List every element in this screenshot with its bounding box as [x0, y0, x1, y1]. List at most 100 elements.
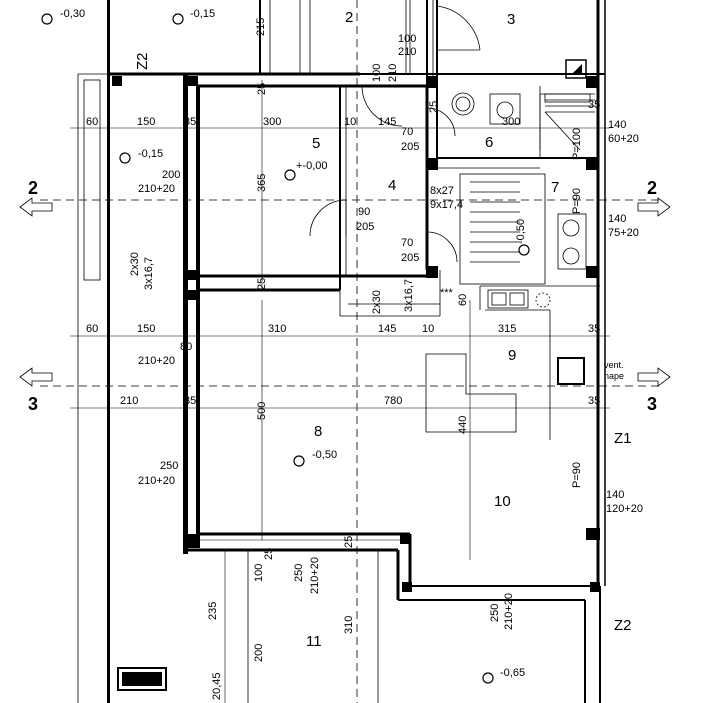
dim-label: 140 — [608, 213, 626, 225]
zone-marker: Z2 — [614, 617, 632, 634]
dim-label: 8x27 — [430, 185, 454, 197]
room-3-label: 3 — [507, 11, 515, 28]
dim-label: 90 — [358, 206, 370, 218]
doors — [309, 5, 481, 263]
dim-label: 140 — [608, 119, 626, 131]
level-label: -0,30 — [60, 8, 85, 20]
section-marker: 2 — [28, 178, 38, 198]
dim-label: 235 — [207, 602, 219, 620]
dim-label: 25 — [428, 101, 440, 113]
dim-label: *** — [440, 287, 454, 299]
dim-label: 70 — [401, 126, 413, 138]
dim-label: 440 — [457, 416, 469, 434]
section-lines — [40, 0, 660, 703]
dim-label: 205 — [401, 252, 419, 264]
dim-label: 35 — [588, 323, 600, 335]
room-9-label: 9 — [508, 347, 516, 364]
room-4-label: 4 — [388, 177, 396, 194]
dim-label: 2x30 — [129, 252, 141, 276]
dim-label: vent. — [604, 360, 624, 370]
room-6-label: 6 — [485, 134, 493, 151]
dim-label: 100 — [398, 33, 416, 45]
dim-label: 9x17,4 — [430, 199, 463, 211]
dim-label: 365 — [256, 174, 268, 192]
dim-label: 80 — [180, 341, 192, 353]
section-marker: 3 — [647, 394, 657, 414]
dim-label: 210+20 — [309, 557, 321, 594]
dim-label: P=100 — [571, 128, 583, 160]
dim-label: 215 — [255, 18, 267, 36]
dim-label: 25 — [263, 548, 275, 560]
columns — [112, 76, 600, 592]
dim-label: 3x16,7 — [403, 279, 415, 312]
dim-label: 310 — [343, 616, 355, 634]
dim-label: 20,45 — [211, 672, 223, 700]
dim-label: 300 — [263, 116, 281, 128]
dimension-lines — [70, 80, 610, 703]
dim-label: 200 — [253, 644, 265, 662]
dim-label: 100 — [253, 564, 265, 582]
dim-label: 210+20 — [138, 183, 175, 195]
dim-label: 210+20 — [138, 355, 175, 367]
dim-label: 60+20 — [608, 133, 639, 145]
room-11-label: 11 — [306, 633, 322, 650]
zone-marker: Z1 — [614, 430, 632, 447]
dim-label: 200 — [162, 169, 180, 181]
dim-label: 25 — [256, 83, 268, 95]
dim-label: 300 — [502, 116, 520, 128]
dim-label: 100 — [371, 64, 383, 82]
dim-label: 315 — [498, 323, 516, 335]
section-arrows — [19, 197, 671, 387]
section-marker: 3 — [28, 394, 38, 414]
level-label: -0,65 — [500, 667, 525, 679]
fixtures — [117, 59, 591, 691]
dim-label: 210 — [387, 64, 399, 82]
dim-label: 35 — [588, 99, 600, 111]
level-label: -0,15 — [190, 8, 215, 20]
zone-marker: Z2 — [134, 52, 151, 70]
dim-label: 250 — [160, 460, 178, 472]
dim-label: 10 — [422, 323, 434, 335]
dim-label: 310 — [268, 323, 286, 335]
dim-label: 205 — [401, 141, 419, 153]
walls — [77, 0, 606, 703]
dim-label: 150 — [137, 116, 155, 128]
dim-label: 35 — [184, 116, 196, 128]
dim-label: 145 — [378, 116, 396, 128]
dim-label: 150 — [137, 323, 155, 335]
dim-label: 35 — [588, 395, 600, 407]
stairs — [459, 93, 595, 285]
dim-label: 205 — [356, 221, 374, 233]
level-label: -0,50 — [312, 449, 337, 461]
dim-label: 25 — [256, 278, 268, 290]
dim-label: 145 — [378, 323, 396, 335]
dim-label: 60 — [457, 294, 469, 306]
dim-label: 60 — [86, 116, 98, 128]
room-7-label: 7 — [551, 179, 559, 196]
dim-label: 210 — [398, 46, 416, 58]
level-label: +-0,00 — [296, 160, 328, 172]
level-label: -0,50 — [515, 219, 527, 244]
dim-label: nape — [604, 371, 624, 381]
dim-label: 75+20 — [608, 227, 639, 239]
room-5-label: 5 — [312, 135, 320, 152]
dim-label: P=90 — [571, 462, 583, 488]
dim-label: 2x30 — [371, 290, 383, 314]
dim-label: P=90 — [571, 188, 583, 214]
dim-label: 35 — [184, 395, 196, 407]
dim-label: 780 — [384, 395, 402, 407]
level-label: -0,15 — [138, 148, 163, 160]
dim-label: 70 — [401, 237, 413, 249]
dim-label: 25 — [343, 536, 355, 548]
dim-label: 60 — [86, 323, 98, 335]
room-10-label: 10 — [494, 493, 511, 510]
dimension-texts: 215 100 210 100 210 25 25 60 150 35 300 … — [86, 18, 643, 700]
dim-label: 140 — [606, 489, 624, 501]
dim-label: 210+20 — [138, 475, 175, 487]
dim-label: 500 — [256, 402, 268, 420]
dim-label: 250 — [293, 564, 305, 582]
dim-label: 120+20 — [606, 503, 643, 515]
section-marker: 2 — [647, 178, 657, 198]
dim-label: 210 — [120, 395, 138, 407]
